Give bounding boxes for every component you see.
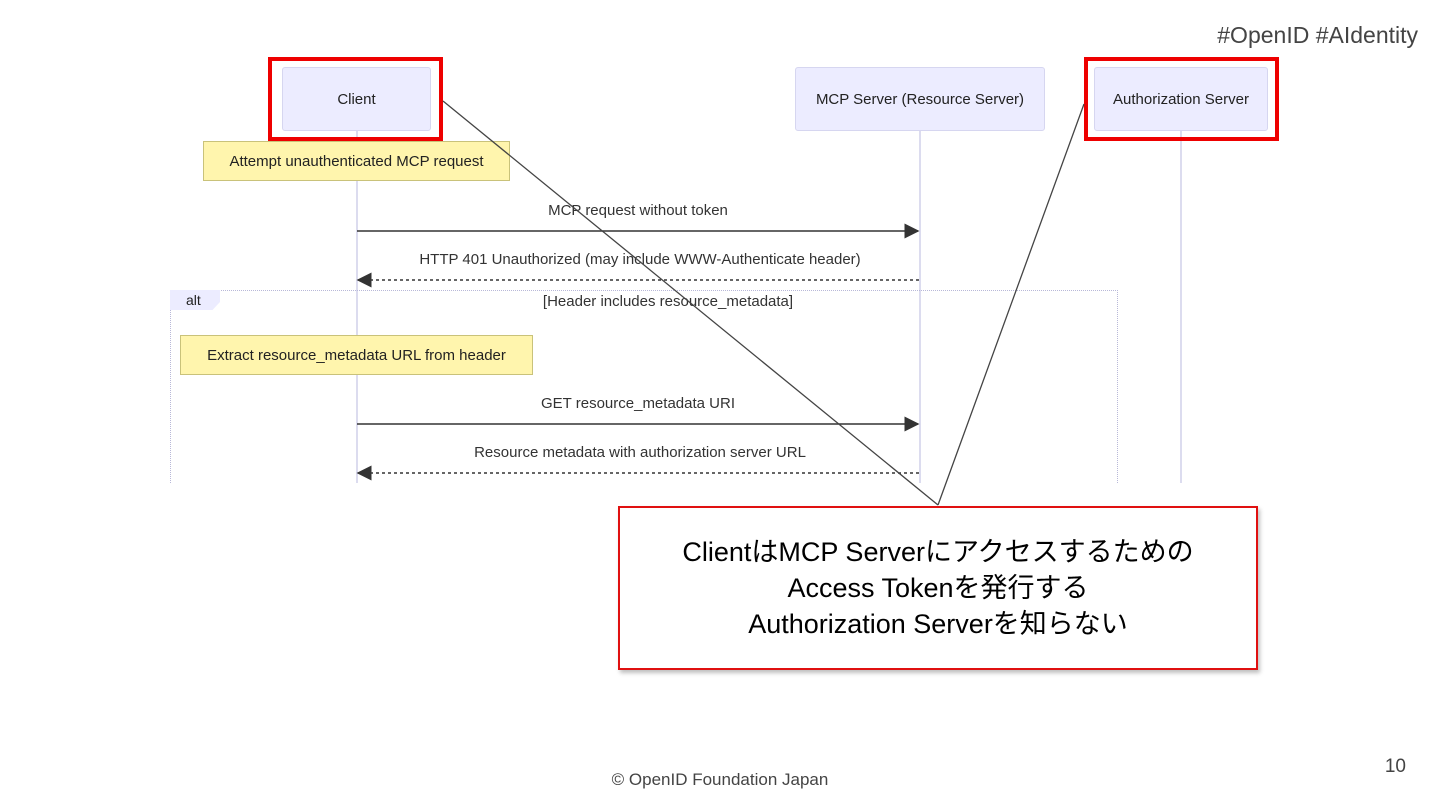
actor-client: Client bbox=[282, 67, 431, 131]
alt-frame bbox=[170, 290, 1118, 483]
hashtags: #OpenID #AIdentity bbox=[1217, 22, 1418, 48]
page-number: 10 bbox=[1384, 756, 1406, 777]
footer-copyright: © OpenID Foundation Japan bbox=[611, 770, 829, 789]
note-attempt-unauthenticated: Attempt unauthenticated MCP request bbox=[203, 141, 510, 181]
lifeline-mcp-server bbox=[919, 131, 921, 483]
callout-line: Authorization Serverを知らない bbox=[748, 609, 1128, 639]
message-label: MCP request without token bbox=[548, 202, 728, 219]
message-label: HTTP 401 Unauthorized (may include WWW-A… bbox=[419, 251, 861, 268]
actor-mcp-server: MCP Server (Resource Server) bbox=[795, 67, 1045, 131]
alt-condition: [Header includes resource_metadata] bbox=[542, 293, 794, 310]
callout-line: ClientはMCP Serverにアクセスするための bbox=[682, 537, 1194, 567]
callout-box: ClientはMCP Serverにアクセスするための Access Token… bbox=[618, 506, 1258, 670]
actor-authorization-server: Authorization Server bbox=[1094, 67, 1268, 131]
highlight-client bbox=[268, 57, 443, 141]
callout-line: Access Tokenを発行する bbox=[787, 573, 1089, 603]
callout-connector-client bbox=[442, 100, 939, 506]
lifeline-authorization-server bbox=[1180, 131, 1182, 483]
note-extract-resource-metadata: Extract resource_metadata URL from heade… bbox=[180, 335, 533, 375]
alt-tag: alt bbox=[170, 290, 220, 310]
message-label: GET resource_metadata URI bbox=[541, 395, 735, 412]
lifeline-client bbox=[356, 131, 358, 483]
callout-connector-authorization-server bbox=[937, 103, 1085, 506]
message-label: Resource metadata with authorization ser… bbox=[474, 444, 806, 461]
highlight-authorization-server bbox=[1084, 57, 1279, 141]
